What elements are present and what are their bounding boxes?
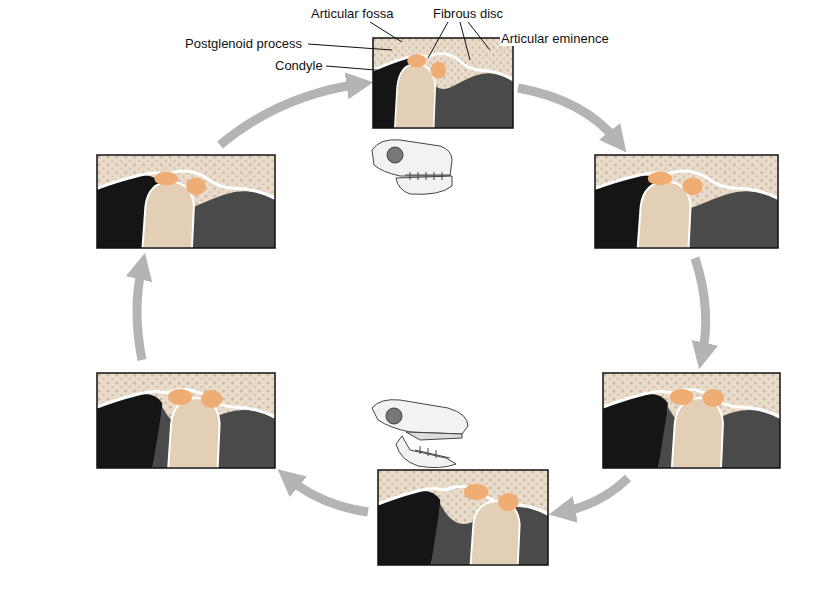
part-label: Fibrous disc [432, 6, 504, 21]
part-label: Articular eminence [500, 31, 610, 46]
part-label: Condyle [274, 58, 324, 73]
part-label: Articular fossa [310, 6, 394, 21]
part-label: Postglenoid process [184, 36, 303, 51]
